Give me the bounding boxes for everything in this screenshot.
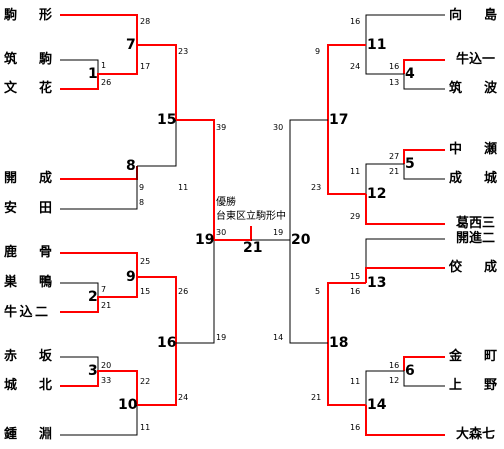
champion-team: 台東区立駒形中 [216,211,286,222]
score: 22 [140,377,151,386]
left-team-2: 筑 駒 [4,52,52,67]
score: 33 [101,376,112,385]
left-team-10: 城 北 [4,378,52,393]
game-17: 17 [329,112,349,128]
game-13: 13 [367,275,387,291]
score: 21 [101,301,112,310]
score: 26 [178,287,189,296]
score: 9 [315,47,321,56]
left-team-8: 牛込二 [4,305,48,320]
left-team-4: 開 成 [4,171,52,186]
game-8: 8 [126,158,136,174]
right-team-5: 成 城 [449,171,497,186]
score: 39 [216,123,227,132]
game-11: 11 [367,37,387,53]
score: 21 [389,167,400,176]
game-3: 3 [88,363,98,379]
game-21: 21 [243,240,263,256]
game-20: 20 [291,232,311,248]
left-team-9: 赤 坂 [4,349,52,364]
score: 9 [139,183,145,192]
right-bracket-lines [251,14,445,436]
score: 28 [140,17,151,26]
score: 13 [389,78,400,87]
game-15: 15 [157,112,177,128]
score: 11 [350,167,361,176]
game-9: 9 [126,269,136,285]
score: 25 [140,257,151,266]
game-2: 2 [88,289,98,305]
score: 11 [140,423,151,432]
score: 14 [273,333,284,342]
score: 20 [101,361,112,370]
right-team-11: 大森七 [456,427,496,442]
score: 11 [350,377,361,386]
left-team-6: 鹿 骨 [4,245,52,260]
game-7: 7 [126,37,136,53]
score: 16 [350,287,361,296]
score: 27 [389,152,400,161]
score: 24 [350,62,361,71]
right-team-4: 中 瀬 [449,142,497,157]
score: 16 [389,361,400,370]
game-14: 14 [367,397,387,413]
score: 30 [216,228,227,237]
left-team-11: 鍾 淵 [4,427,52,442]
game-4: 4 [405,66,415,82]
score: 12 [389,376,400,385]
score: 16 [350,17,361,26]
score: 11 [178,183,189,192]
game-16: 16 [157,335,177,351]
score: 21 [311,393,322,402]
score: 23 [178,47,189,56]
score: 23 [311,183,322,192]
score: 7 [101,285,107,294]
score: 15 [350,272,361,281]
game-19: 19 [195,232,215,248]
game-5: 5 [405,156,415,172]
left-team-1: 駒 形 [4,8,52,23]
score: 1 [101,61,107,70]
game-12: 12 [367,186,387,202]
right-team-9: 金 町 [449,349,497,364]
game-1: 1 [88,66,98,82]
game-18: 18 [329,335,349,351]
score: 16 [389,62,400,71]
right-team-3: 筑 波 [449,81,497,96]
score: 8 [139,198,145,207]
score: 19 [273,228,284,237]
score: 15 [140,287,151,296]
score: 17 [140,62,151,71]
score: 29 [350,212,361,221]
score: 5 [315,287,321,296]
game-10: 10 [118,397,138,413]
score: 26 [101,78,112,87]
left-team-3: 文 花 [4,81,52,96]
score: 30 [273,123,284,132]
score: 16 [350,423,361,432]
right-team-7: 開進二 [456,231,496,246]
left-team-5: 安 田 [4,201,52,216]
champion-label: 優勝 [216,197,236,208]
score: 19 [216,333,227,342]
right-team-1: 向 島 [449,8,497,23]
right-team-6: 葛西三 [456,216,496,231]
game-6: 6 [405,363,415,379]
right-team-10: 上 野 [449,378,497,393]
score: 24 [178,393,189,402]
left-team-7: 巣 鴨 [4,275,52,290]
right-team-8: 佼 成 [449,260,497,275]
right-team-2: 牛込一 [456,52,496,67]
